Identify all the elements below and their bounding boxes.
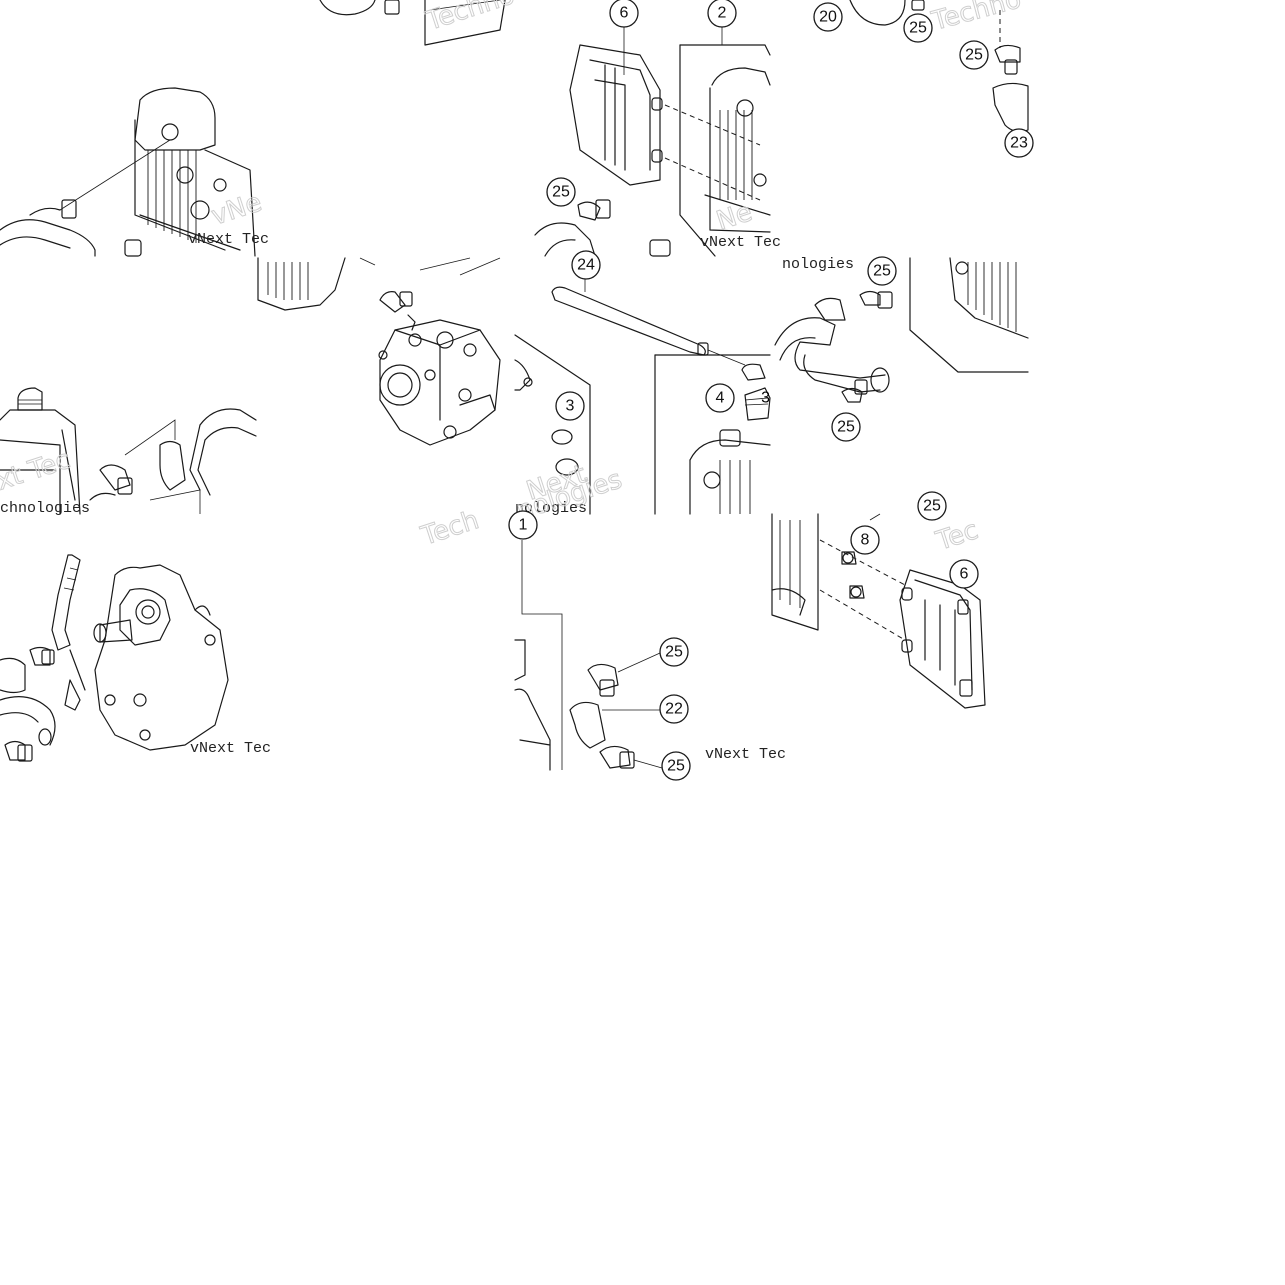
watermark-text: vNext Tec bbox=[190, 740, 271, 757]
svg-text:3: 3 bbox=[566, 398, 575, 415]
watermark-text: chnologies bbox=[0, 500, 90, 517]
watermark-text: vNext Tec bbox=[188, 231, 269, 248]
tile-grille-right: Tec bbox=[771, 513, 986, 709]
callout-25[interactable]: 25 bbox=[546, 177, 576, 207]
callout-25[interactable]: 25 bbox=[903, 13, 933, 43]
svg-text:25: 25 bbox=[665, 644, 683, 661]
svg-text:25: 25 bbox=[965, 47, 983, 64]
svg-text:25: 25 bbox=[667, 758, 685, 775]
tile-water-pump-cover: vNext Tec bbox=[0, 554, 271, 762]
tile-cylinder-head bbox=[257, 257, 501, 446]
watermark-text: vNext Tec bbox=[705, 746, 786, 763]
watermark-text: Tech bbox=[417, 505, 483, 552]
tile-radiator-left: vNe vNext Tec Techno bbox=[0, 0, 519, 257]
svg-text:22: 22 bbox=[665, 701, 683, 718]
callout-6[interactable]: 6 bbox=[609, 0, 639, 28]
callout-25[interactable]: 25 bbox=[867, 256, 897, 286]
callout-25[interactable]: 25 bbox=[661, 751, 691, 781]
svg-text:2: 2 bbox=[718, 5, 727, 22]
svg-text:20: 20 bbox=[819, 9, 837, 26]
callout-23[interactable]: 23 bbox=[1004, 128, 1034, 158]
callout-24[interactable]: 24 bbox=[571, 250, 601, 280]
svg-text:25: 25 bbox=[837, 419, 855, 436]
tile-hose-clamps: Techno bbox=[849, 0, 1029, 133]
tile-elbow-hose: nologies bbox=[774, 256, 1029, 403]
callout-25[interactable]: 25 bbox=[959, 40, 989, 70]
tile-expansion-tank: xt Tec chnologies bbox=[0, 387, 257, 517]
callout-22[interactable]: 22 bbox=[659, 694, 689, 724]
callout-2[interactable]: 2 bbox=[707, 0, 737, 28]
callout-25[interactable]: 25 bbox=[831, 412, 861, 442]
tile-grille-radiator: vNext Tec Ne bbox=[534, 44, 781, 257]
svg-text:25: 25 bbox=[873, 263, 891, 280]
watermark-text: vNext Tec bbox=[700, 234, 781, 251]
callout-4[interactable]: 4 bbox=[705, 383, 735, 413]
callout-25-partial[interactable]: 25 bbox=[917, 491, 947, 521]
watermark-text: Techno bbox=[928, 0, 1024, 37]
callout-3[interactable]: 3 bbox=[555, 391, 585, 421]
svg-text:24: 24 bbox=[577, 257, 595, 274]
svg-text:xt Tec: xt Tec bbox=[0, 445, 74, 497]
svg-text:25: 25 bbox=[552, 184, 570, 201]
watermark-text: Tec bbox=[932, 515, 982, 557]
svg-text:25: 25 bbox=[923, 498, 941, 515]
svg-text:25: 25 bbox=[909, 20, 927, 37]
callout-20[interactable]: 20 bbox=[813, 2, 843, 32]
tile-hose-22: Tech nologies vNext Tec bbox=[416, 464, 786, 771]
svg-text:4: 4 bbox=[716, 390, 725, 407]
watermark-text: nologies bbox=[782, 256, 854, 273]
svg-text:8: 8 bbox=[861, 532, 870, 549]
callout-1[interactable]: 1 bbox=[508, 510, 538, 540]
watermark-text: nologies bbox=[515, 500, 587, 517]
svg-text:6: 6 bbox=[620, 5, 629, 22]
callout-25[interactable]: 25 bbox=[659, 637, 689, 667]
watermark-text: Techno bbox=[422, 0, 518, 37]
callout-6[interactable]: 6 bbox=[949, 559, 979, 589]
svg-text:6: 6 bbox=[960, 566, 969, 583]
callout-3-partial: 3 bbox=[761, 390, 770, 407]
svg-text:1: 1 bbox=[519, 517, 528, 534]
svg-text:vNe: vNe bbox=[208, 187, 266, 231]
callout-8[interactable]: 8 bbox=[850, 525, 880, 555]
svg-text:23: 23 bbox=[1010, 135, 1028, 152]
